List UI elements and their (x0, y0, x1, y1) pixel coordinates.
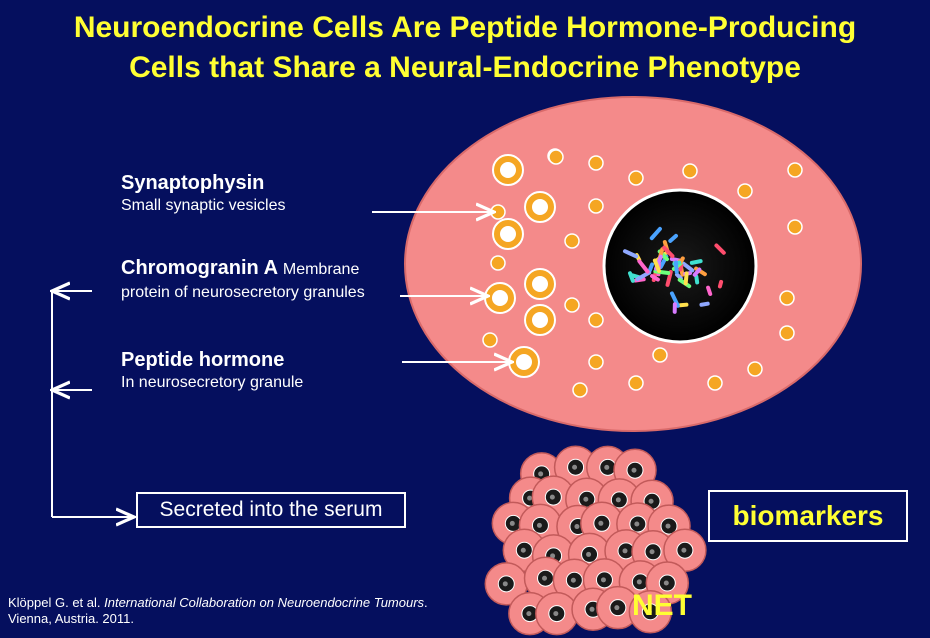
small-granule (628, 170, 644, 186)
small-granule (482, 332, 498, 348)
chromosome (672, 302, 677, 314)
chromosome (689, 259, 703, 265)
synaptophysin-label: Synaptophysin Small synaptic vesicles (121, 171, 286, 217)
chromosome (681, 261, 695, 273)
small-granule (588, 198, 604, 214)
small-granule (787, 219, 803, 235)
small-granules (482, 148, 803, 398)
chromosome (714, 243, 726, 255)
serum-box: Secreted into the serum (136, 492, 406, 528)
small-granule (779, 290, 795, 306)
chromosome (650, 274, 660, 282)
chromosome (717, 279, 724, 289)
chromogranin-description: protein of neurosecretory granules (121, 284, 365, 301)
chromosome (694, 274, 700, 285)
small-granule (490, 255, 506, 271)
citation-journal-2: Tumours (373, 595, 425, 610)
chromosome (706, 285, 713, 296)
chromosome (652, 258, 661, 273)
chromosome (637, 259, 650, 274)
chromosome (678, 302, 689, 308)
large-vesicles (484, 154, 556, 378)
chromosome (668, 233, 678, 243)
citation-journal-1: International Collaboration on Neuroendo… (104, 595, 371, 610)
small-granule (588, 354, 604, 370)
citation-authors: Klöppel G. et al. (8, 595, 101, 610)
large-vesicle-core (532, 276, 548, 292)
net-cell (484, 562, 529, 606)
small-granule (787, 162, 803, 178)
small-granule (628, 375, 644, 391)
small-granule (682, 163, 698, 179)
large-vesicle-core (500, 226, 516, 242)
net-cell (535, 591, 579, 636)
chromosome (662, 245, 675, 259)
slide-title: Neuroendocrine Cells Are Peptide Hormone… (0, 8, 930, 88)
small-granule (564, 233, 580, 249)
small-granule (779, 325, 795, 341)
chromosome (649, 226, 662, 241)
chromosomes (622, 226, 726, 314)
chromogranin-heading-rest: Membrane (282, 261, 360, 278)
peptide-label: Peptide hormone In neurosecretory granul… (121, 348, 303, 394)
chromosome (622, 249, 639, 259)
synaptophysin-heading: Synaptophysin (121, 172, 265, 194)
large-vesicle-core (516, 354, 532, 370)
biomarkers-box: biomarkers (708, 490, 908, 542)
small-granule (737, 183, 753, 199)
chromogranin-label: Chromogranin A Membrane protein of neuro… (121, 256, 365, 304)
large-vesicle-core (532, 199, 548, 215)
title-line-1: Neuroendocrine Cells Are Peptide Hormone… (73, 11, 857, 44)
net-cell (628, 590, 673, 634)
chromosome (683, 271, 689, 286)
small-granule (588, 155, 604, 171)
chromogranin-heading: Chromogranin A (121, 257, 278, 279)
small-granule (707, 375, 723, 391)
chromosome (692, 267, 702, 277)
small-granule (572, 382, 588, 398)
net-cell-cluster (484, 445, 707, 636)
chromosome (699, 301, 710, 307)
chromosome (669, 291, 680, 308)
net-cell (663, 528, 707, 573)
large-vesicle-core (492, 290, 508, 306)
chromosome (665, 269, 673, 287)
net-cell (596, 585, 640, 630)
chromosome (647, 262, 655, 273)
large-vesicle-core (532, 312, 548, 328)
peptide-description: In neurosecretory granule (121, 374, 304, 391)
citation-rest: . Vienna, Austria. 2011. (8, 595, 428, 626)
net-label: NET (632, 589, 692, 622)
citation: Klöppel G. et al. International Collabor… (8, 595, 428, 627)
synaptophysin-description: Small synaptic vesicles (121, 197, 286, 214)
chromosome (627, 271, 635, 283)
peptide-heading: Peptide hormone (121, 349, 285, 371)
chromosome (673, 260, 679, 274)
title-line-2: Cells that Share a Neural-Endocrine Phen… (129, 51, 801, 84)
small-granule (652, 347, 668, 363)
small-granule (548, 149, 564, 165)
small-granule (588, 312, 604, 328)
small-granule (490, 204, 506, 220)
small-granule (747, 361, 763, 377)
nucleus (602, 188, 758, 344)
small-granule (564, 297, 580, 313)
large-vesicle-core (500, 162, 516, 178)
